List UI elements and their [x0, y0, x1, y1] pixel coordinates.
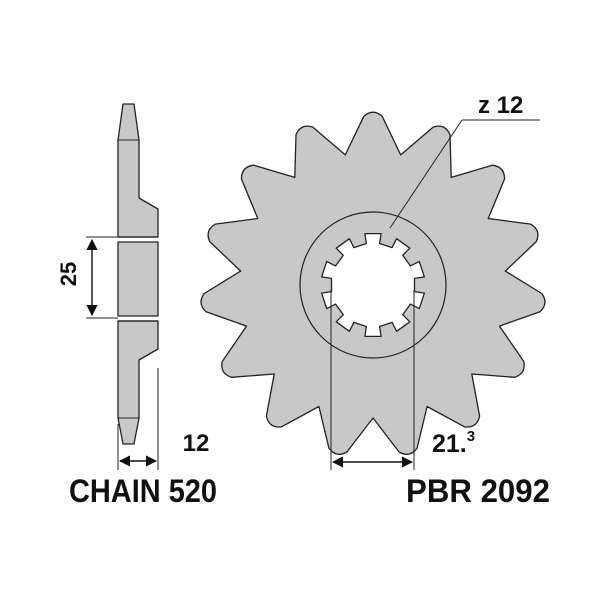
dim-21-main: 21.	[432, 430, 467, 458]
sprocket-front-view	[200, 111, 546, 455]
chain-label: CHAIN 520	[69, 473, 217, 509]
dim-21-label: 21.3	[432, 428, 475, 458]
teeth-count-callout: z 12	[389, 92, 540, 229]
sprocket-side-view	[117, 103, 159, 445]
dimension-21-3: 21.3	[330, 290, 475, 470]
sprocket-hub-circle	[299, 211, 447, 359]
teeth-count-label: z 12	[478, 92, 523, 119]
teeth-leader-line	[389, 119, 463, 229]
dimension-12: 12	[117, 368, 210, 470]
dim-25-label: 25	[56, 262, 81, 286]
dim-21-sup: 3	[467, 428, 475, 445]
spline-bore	[320, 232, 426, 338]
part-number-label: PBR 2092	[406, 473, 550, 509]
side-profile-body	[117, 103, 159, 445]
dimension-25: 25	[56, 236, 118, 319]
dim-12-label: 12	[183, 430, 210, 457]
